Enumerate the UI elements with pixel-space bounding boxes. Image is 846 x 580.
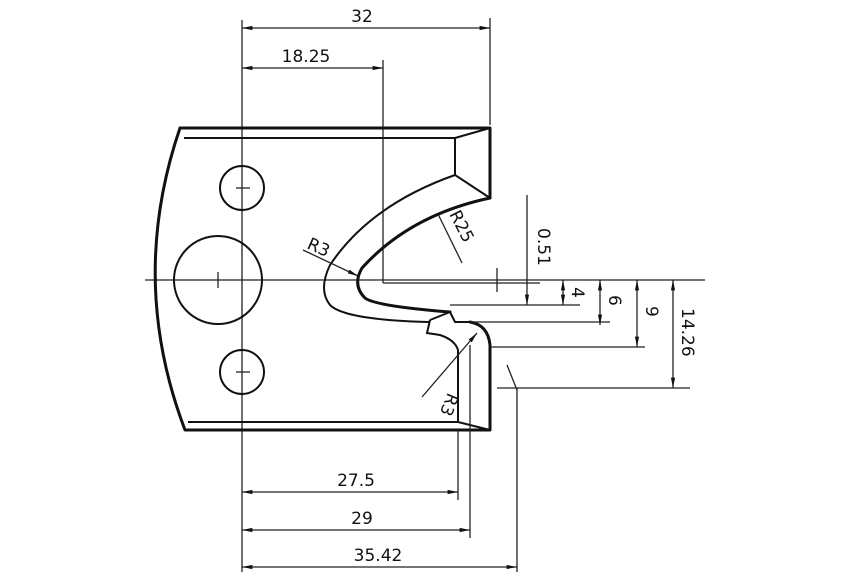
r25-label: R25 xyxy=(445,207,478,246)
dim-0-51-label: 0.51 xyxy=(533,228,553,266)
right-extension-lines xyxy=(383,268,690,389)
lower-hole xyxy=(219,349,265,395)
dim-27-5-label: 27.5 xyxy=(337,471,375,491)
dim-14-26-label: 14.26 xyxy=(677,308,697,357)
r3-tip-leader xyxy=(302,249,359,277)
cutter-body xyxy=(153,126,492,432)
dim-29-label: 29 xyxy=(351,509,373,529)
centre-hole xyxy=(173,235,263,325)
dim-35-42-label: 35.42 xyxy=(354,546,403,566)
dim-6-label: 6 xyxy=(604,295,624,306)
r3-tip-label: R3 xyxy=(304,234,333,261)
dim-4-label: 4 xyxy=(567,287,587,298)
bottom-extension-lines xyxy=(457,364,518,572)
r3-lower-leader xyxy=(421,332,478,398)
dim-9-label: 9 xyxy=(641,306,661,317)
dim-18-25-label: 18.25 xyxy=(282,47,331,67)
mounting-holes xyxy=(173,165,265,395)
r25-leader xyxy=(437,213,463,264)
dim-32-label: 32 xyxy=(351,7,373,27)
upper-hole xyxy=(219,165,265,211)
